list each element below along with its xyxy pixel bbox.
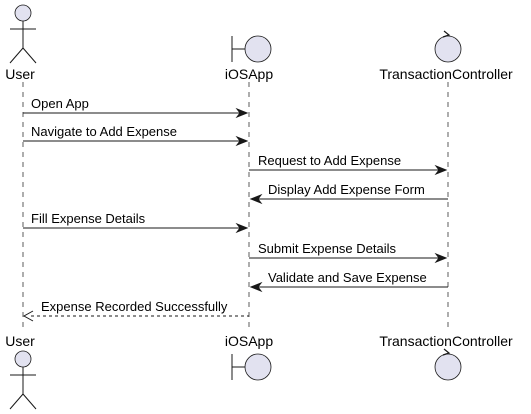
message-label: Submit Expense Details: [258, 241, 397, 256]
boundary-iosapp-bottom-icon: [231, 353, 272, 381]
message-2: Navigate to Add Expense: [23, 124, 249, 147]
participant-label-transactioncontroller-top: TransactionController: [379, 66, 513, 82]
message-4: Display Add Expense Form: [249, 182, 448, 205]
message-label: Validate and Save Expense: [268, 270, 427, 285]
message-label: Open App: [31, 96, 89, 111]
participant-label-user-bottom: User: [5, 333, 35, 349]
message-5: Fill Expense Details: [23, 211, 249, 234]
control-transactioncontroller-bottom-icon: [434, 348, 462, 381]
participant-label-iosapp-bottom: iOSApp: [225, 333, 273, 349]
participant-label-transactioncontroller-bottom: TransactionController: [379, 333, 513, 349]
message-1: Open App: [23, 96, 249, 119]
message-label: Navigate to Add Expense: [31, 124, 177, 139]
message-label: Fill Expense Details: [31, 211, 146, 226]
participant-label-user-top: User: [5, 66, 35, 82]
actor-user-bottom-icon: [9, 350, 37, 410]
message-label: Display Add Expense Form: [268, 182, 425, 197]
message-8: Expense Recorded Successfully: [22, 299, 249, 322]
message-7: Validate and Save Expense: [249, 270, 448, 293]
message-label: Expense Recorded Successfully: [41, 299, 228, 314]
message-6: Submit Expense Details: [249, 241, 448, 264]
boundary-iosapp-top-icon: [231, 35, 272, 63]
participant-label-iosapp-top: iOSApp: [225, 66, 273, 82]
actor-user-top-icon: [9, 4, 37, 64]
message-3: Request to Add Expense: [249, 153, 448, 176]
control-transactioncontroller-top-icon: [434, 30, 462, 63]
message-label: Request to Add Expense: [258, 153, 401, 168]
